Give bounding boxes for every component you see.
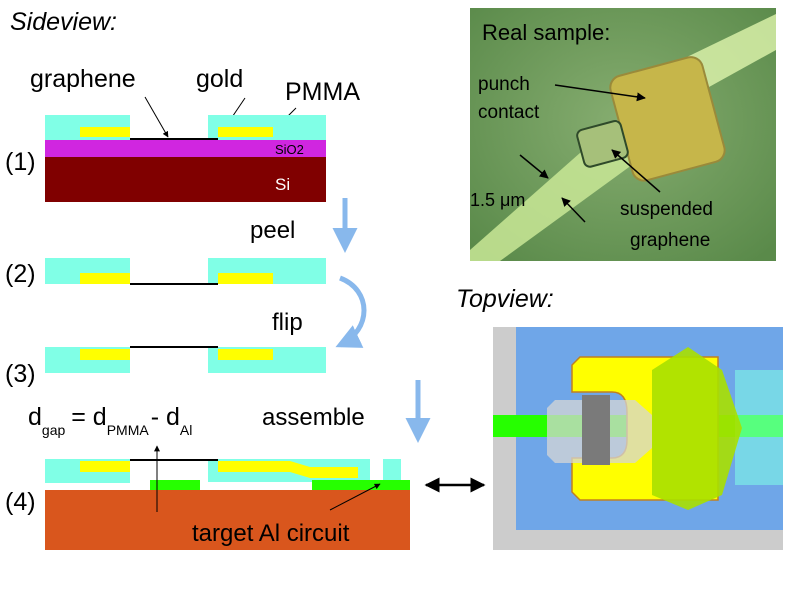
label-gold: gold (196, 65, 243, 93)
gold-pad-left (80, 127, 130, 137)
target-pointer-right (329, 483, 381, 511)
topview-graphene-strip (582, 395, 610, 465)
graphene-pointer (144, 96, 169, 138)
label-suspended: suspended (620, 199, 713, 220)
gap-equation: dgap = dPMMA- dAl (28, 403, 192, 438)
topview-punch-pad (652, 347, 742, 510)
topview-title: Topview: (456, 285, 554, 313)
stack-1: SiO2 Si (45, 115, 326, 202)
label-sio2: SiO2 (275, 142, 304, 157)
peel-label: peel (250, 217, 295, 244)
label-gap-size: 1.5 μm (470, 190, 525, 210)
gap-pointer-upper (519, 154, 549, 179)
assemble-label: assemble (262, 404, 365, 431)
label-graphene-photo: graphene (630, 230, 710, 251)
gold-pad-left (80, 349, 130, 360)
label-si: Si (275, 175, 290, 194)
flip-arrow (335, 275, 367, 348)
label-graphene: graphene (30, 65, 136, 93)
pmma-stub (383, 459, 401, 482)
eq-sub-pmma: PMMA (107, 422, 150, 438)
al-pad-left (150, 480, 200, 490)
al-pad-right (312, 480, 410, 490)
gold-pad-left (80, 461, 130, 472)
label-pmma: PMMA (285, 78, 360, 106)
topview-diagram (493, 327, 783, 550)
sideview-title: Sideview: (10, 8, 117, 36)
photo-title: Real sample: (482, 20, 610, 45)
step-3-label: (3) (5, 360, 36, 388)
gold-pad-right (218, 349, 273, 360)
target-label: target Al circuit (192, 520, 350, 547)
step-2-label: (2) (5, 260, 36, 288)
si-layer (45, 157, 326, 202)
gold-pad-right (218, 273, 273, 284)
eq-d: d (28, 403, 42, 431)
topview-pmma-ridge (735, 370, 783, 485)
gold-pad-right (218, 127, 273, 137)
sio2-layer (45, 140, 326, 157)
gold-pad-left (80, 273, 130, 284)
eq-sub-al: Al (180, 422, 192, 438)
stack-2 (45, 258, 326, 285)
svg-text:dgap= dPMMA- dAl: dgap = dPMMA- dAl (28, 403, 192, 438)
punch-contact-pointer (554, 84, 646, 102)
eq-sub-gap: gap (42, 422, 66, 438)
gold-pad-right (218, 461, 358, 478)
gap-pointer-lower (561, 197, 586, 223)
flip-label: flip (272, 309, 303, 336)
eq-minus: - d (151, 403, 180, 431)
label-contact: contact (478, 102, 540, 123)
stack-3 (45, 346, 326, 373)
suspended-pointer (611, 149, 661, 193)
real-sample-photo: Real sample: punch contact 1.5 μm suspen… (470, 8, 776, 261)
step-4-label: (4) (5, 488, 36, 516)
eq-equals: = d (71, 403, 106, 431)
label-punch: punch (478, 74, 530, 95)
step-1-label: (1) (5, 148, 36, 176)
